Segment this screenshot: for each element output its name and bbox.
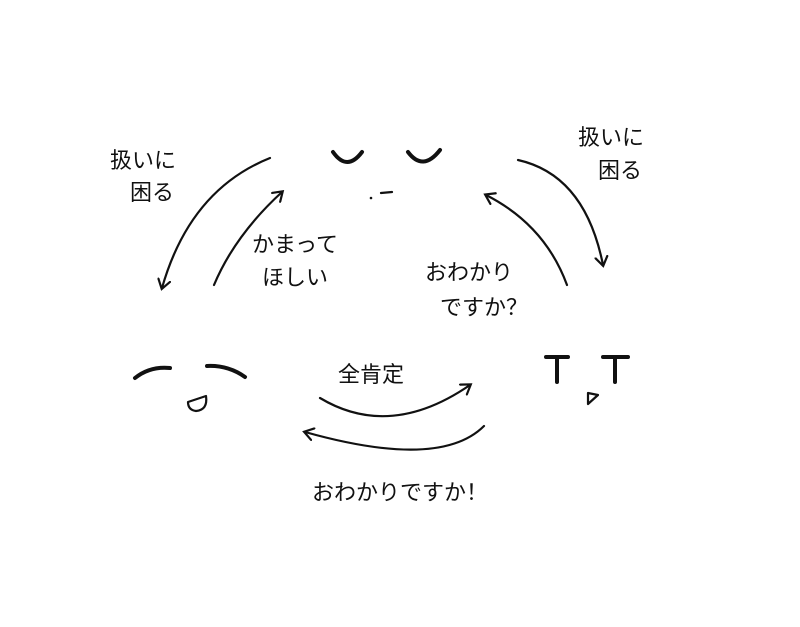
arrow-top-to-left: [162, 156, 272, 288]
label-bottom-top: 全肯定: [338, 363, 404, 388]
label-top-right: 扱いに 困る: [578, 126, 651, 184]
label-inner-right: おわかり ですか？: [425, 261, 528, 321]
face-right-crying: [544, 355, 630, 406]
label-inner-left: かまって ほしい: [252, 233, 345, 291]
label-top-left: 扱いに 困る: [110, 149, 183, 206]
arrow-right-to-top: [486, 195, 569, 287]
arrow-left-to-right: [318, 385, 470, 418]
face-top-sleepy: [331, 148, 442, 200]
arrow-left-to-top: [212, 192, 282, 287]
label-bottom-bottom: おわかりですか！: [312, 481, 488, 506]
face-left-smiling: [133, 363, 247, 413]
arrow-right-to-left: [305, 424, 486, 451]
arrow-top-to-right: [516, 158, 603, 265]
